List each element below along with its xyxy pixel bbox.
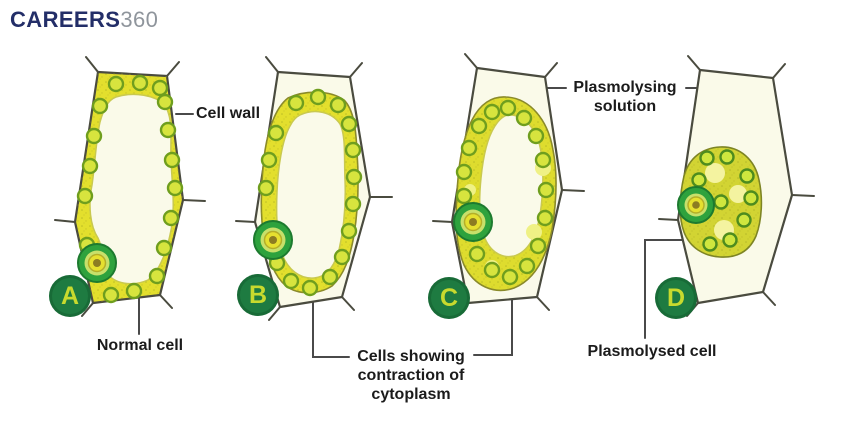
cell-c-nucleus xyxy=(453,202,493,242)
cell-b-vacuole xyxy=(275,110,346,279)
cell-b-nucleus xyxy=(253,220,293,260)
cell-c xyxy=(450,66,564,305)
cell-d-chloroplasts xyxy=(691,149,759,252)
stage-badge-d: D xyxy=(655,277,697,319)
contraction-pointer-b xyxy=(312,301,350,358)
cell-c-chloroplasts xyxy=(455,99,555,286)
plasmolysed-cell-label: Plasmolysed cell xyxy=(587,343,717,360)
contraction-label: Cells showing contraction of cytoplasm xyxy=(357,348,465,403)
cell-a-chloroplasts xyxy=(76,74,184,304)
plasmolysing-solution-label: Plasmolysing solution xyxy=(573,79,677,115)
cell-a xyxy=(73,70,185,305)
logo-suffix-text: 360 xyxy=(120,7,159,32)
cell-b xyxy=(253,70,372,309)
cell-junction-ticks xyxy=(54,53,815,321)
stage-badge-b: B xyxy=(237,274,279,316)
contraction-pointer-c xyxy=(473,298,513,356)
cell-a-nucleus xyxy=(77,243,117,283)
cell-b-chloroplasts xyxy=(257,88,363,297)
normal-cell-label: Normal cell xyxy=(96,337,184,354)
cell-wall-label: Cell wall xyxy=(196,105,261,122)
cell-d-nucleus xyxy=(677,186,715,224)
careers360-logo: CAREERS360 xyxy=(10,8,158,32)
logo-brand-text: CAREERS xyxy=(10,7,121,32)
plasmolysed-pointer xyxy=(644,239,694,339)
stage-badge-c: C xyxy=(428,277,470,319)
cell-d-stroma-patches xyxy=(705,163,747,240)
annotation-lines xyxy=(138,87,711,358)
stage-badge-a: A xyxy=(49,275,91,317)
cell-d xyxy=(676,68,794,305)
